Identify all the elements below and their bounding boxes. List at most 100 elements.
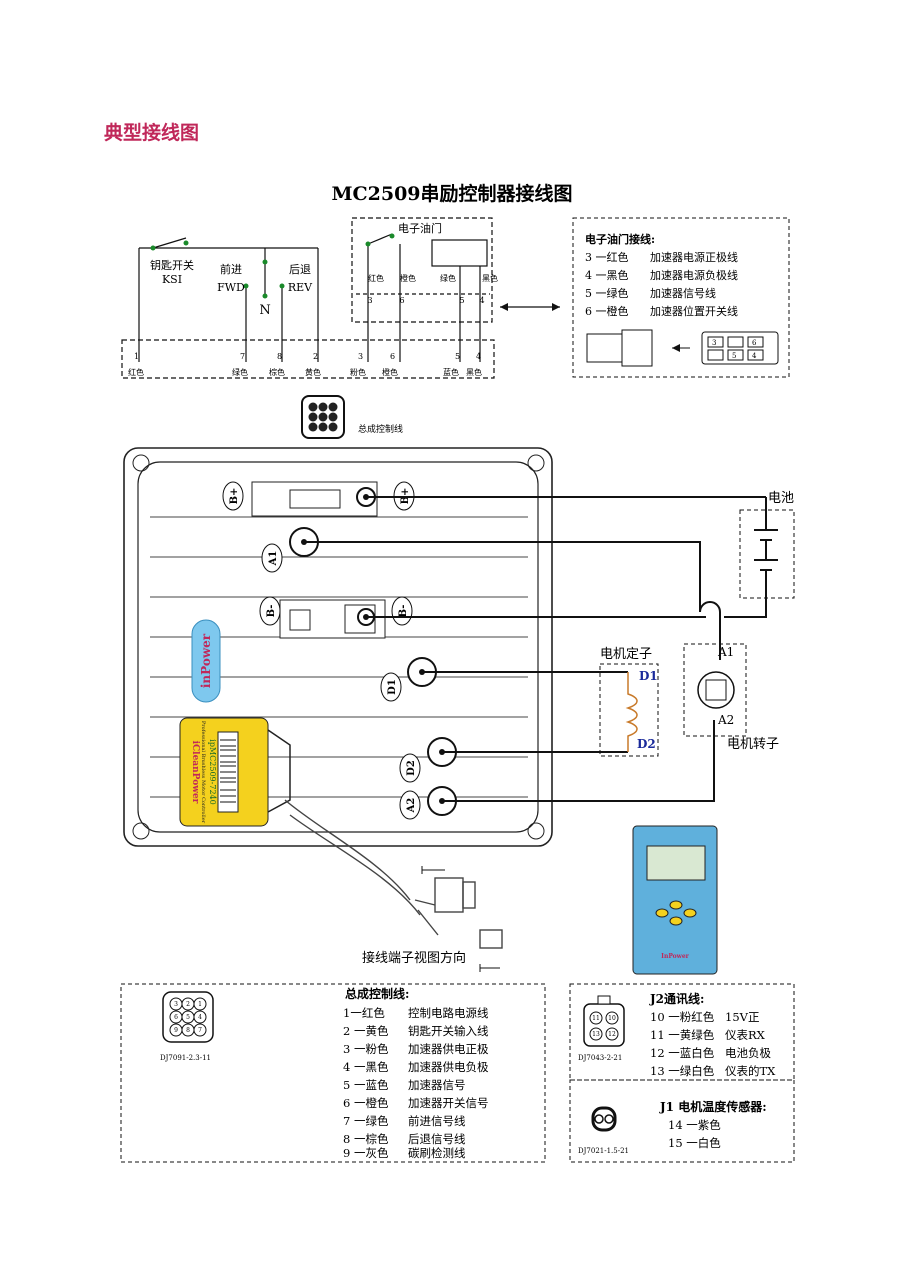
brand-badge [191, 619, 221, 703]
stator-d1: D1 [639, 669, 658, 683]
svg-text:6 一橙色: 6 一橙色 [343, 1096, 389, 1110]
svg-text:12: 12 [608, 1031, 616, 1038]
view-direction-marks [421, 866, 500, 972]
j1-id: DJ7021-1.5-21 [578, 1147, 629, 1155]
left-arrowhead [500, 303, 508, 311]
throttle-pin: 5 [459, 296, 464, 305]
handheld-programmer [632, 825, 718, 975]
stator-box [599, 663, 659, 757]
neutral-label: N [259, 303, 270, 318]
svg-text:3: 3 [712, 339, 716, 347]
svg-text:加速器电源负极线: 加速器电源负极线 [650, 268, 738, 282]
rev-label: 后退 [289, 263, 311, 276]
rotor-box [683, 643, 747, 737]
sticker-model: ipMC2509-7240 [208, 739, 217, 804]
svg-text:B+: B+ [229, 488, 240, 505]
fwd-label: 前进 [220, 262, 242, 276]
svg-text:5 一绿色: 5 一绿色 [585, 286, 629, 300]
svg-text:D2: D2 [406, 760, 417, 776]
harness-legend-rows: 1一红色控制电路电源线 2 一黄色钥匙开关输入线 3 一粉色加速器供电正极 4 … [343, 1006, 489, 1160]
throttle-pin: 4 [479, 296, 484, 305]
throttle-legend-title: 电子油门接线: [585, 232, 655, 246]
throttle-wire-orange: 橙色 [400, 273, 416, 283]
stator-d2: D2 [637, 737, 656, 751]
dj7091-id: DJ7091-2.3-11 [160, 1054, 211, 1062]
ksi-code: KSI [162, 273, 182, 286]
view-direction-label: 接线端子视图方向 [362, 950, 466, 966]
throttle-pin: 3 [367, 296, 372, 305]
harness-legend-title: 总成控制线: [345, 986, 409, 1001]
sticker-subtitle: Professional Brushless Motor Controller [200, 721, 206, 824]
plug-arrow [672, 344, 680, 352]
svg-text:加速器供电正极: 加速器供电正极 [408, 1042, 489, 1056]
svg-text:加速器供电负极: 加速器供电负极 [408, 1060, 489, 1074]
svg-text:7: 7 [240, 352, 245, 361]
svg-text:3: 3 [174, 1001, 178, 1008]
svg-text:仪表的TX: 仪表的TX [725, 1064, 776, 1078]
fwd-code: FWD [217, 281, 245, 294]
product-sticker [179, 717, 291, 827]
throttle-legend-rows: 3 一红色 加速器电源正极线 4 一黑色 加速器电源负极线 5 一绿色 加速器信… [585, 250, 738, 318]
svg-text:9 一灰色: 9 一灰色 [343, 1146, 389, 1160]
svg-text:5 一蓝色: 5 一蓝色 [343, 1078, 389, 1092]
svg-text:控制电路电源线: 控制电路电源线 [408, 1006, 489, 1020]
svg-text:3 一粉色: 3 一粉色 [343, 1042, 389, 1056]
harness-connector-icon [301, 395, 345, 439]
svg-text:红色: 红色 [128, 367, 144, 377]
svg-text:1一红色: 1一红色 [343, 1006, 385, 1020]
svg-text:4: 4 [476, 352, 481, 361]
svg-text:2: 2 [313, 352, 318, 361]
svg-text:8: 8 [186, 1027, 190, 1034]
svg-text:6 一橙色: 6 一橙色 [585, 304, 629, 318]
sticker-brand: iCleanPower [190, 741, 200, 804]
svg-text:黄色: 黄色 [305, 367, 321, 377]
svg-text:1: 1 [198, 1001, 202, 1008]
svg-text:11 一黄绿色: 11 一黄绿色 [650, 1028, 715, 1042]
section-title: 典型接线图 [104, 122, 200, 144]
svg-text:7 一绿色: 7 一绿色 [343, 1114, 389, 1128]
throttle-legend-box [572, 217, 790, 378]
svg-text:加速器信号: 加速器信号 [408, 1078, 466, 1092]
stator-coil-icon [625, 672, 638, 752]
svg-text:5: 5 [186, 1014, 190, 1021]
svg-text:棕色: 棕色 [269, 367, 285, 377]
switch-dots [150, 233, 395, 299]
rotor-a1: A1 [717, 645, 734, 659]
ksi-label: 钥匙开关 [150, 258, 194, 272]
j1-legend-box [569, 1079, 795, 1163]
svg-text:4 一黑色: 4 一黑色 [585, 268, 629, 282]
top-wiring [121, 217, 560, 379]
svg-text:2 一黄色: 2 一黄色 [343, 1024, 389, 1038]
svg-text:钥匙开关输入线: 钥匙开关输入线 [408, 1024, 489, 1038]
throttle-plug [586, 329, 779, 367]
svg-text:14 一紫色: 14 一紫色 [668, 1118, 721, 1132]
handheld-brand: InPower [661, 953, 690, 960]
svg-text:后退信号线: 后退信号线 [408, 1132, 466, 1146]
j1-title: J1 电机温度传感器: [659, 1099, 767, 1114]
svg-text:3 一红色: 3 一红色 [585, 250, 629, 264]
svg-text:蓝色: 蓝色 [443, 367, 459, 377]
cable-harness [284, 799, 503, 949]
harness-label: 总成控制线 [358, 423, 403, 435]
svg-text:12 一蓝白色: 12 一蓝白色 [650, 1046, 715, 1060]
svg-text:13 一绿白色: 13 一绿白色 [650, 1064, 715, 1078]
right-arrowhead [552, 303, 560, 311]
svg-text:橙色: 橙色 [382, 367, 398, 377]
svg-text:15 一白色: 15 一白色 [668, 1136, 721, 1150]
svg-text:加速器电源正极线: 加速器电源正极线 [650, 250, 738, 264]
svg-text:仪表RX: 仪表RX [725, 1028, 766, 1042]
svg-text:6: 6 [174, 1014, 178, 1021]
svg-text:15V正: 15V正 [725, 1010, 759, 1024]
diagram-title: MC2509串励控制器接线图 [331, 182, 572, 205]
svg-text:粉色: 粉色 [350, 367, 366, 377]
svg-text:5: 5 [732, 352, 736, 360]
throttle-title: 电子油门 [398, 221, 442, 235]
svg-text:黑色: 黑色 [466, 367, 482, 377]
svg-text:绿色: 绿色 [232, 367, 248, 377]
throttle-wire-red: 红色 [368, 273, 384, 283]
svg-text:8 一棕色: 8 一棕色 [343, 1132, 389, 1146]
svg-text:D1: D1 [387, 679, 398, 695]
svg-text:4: 4 [752, 352, 757, 360]
